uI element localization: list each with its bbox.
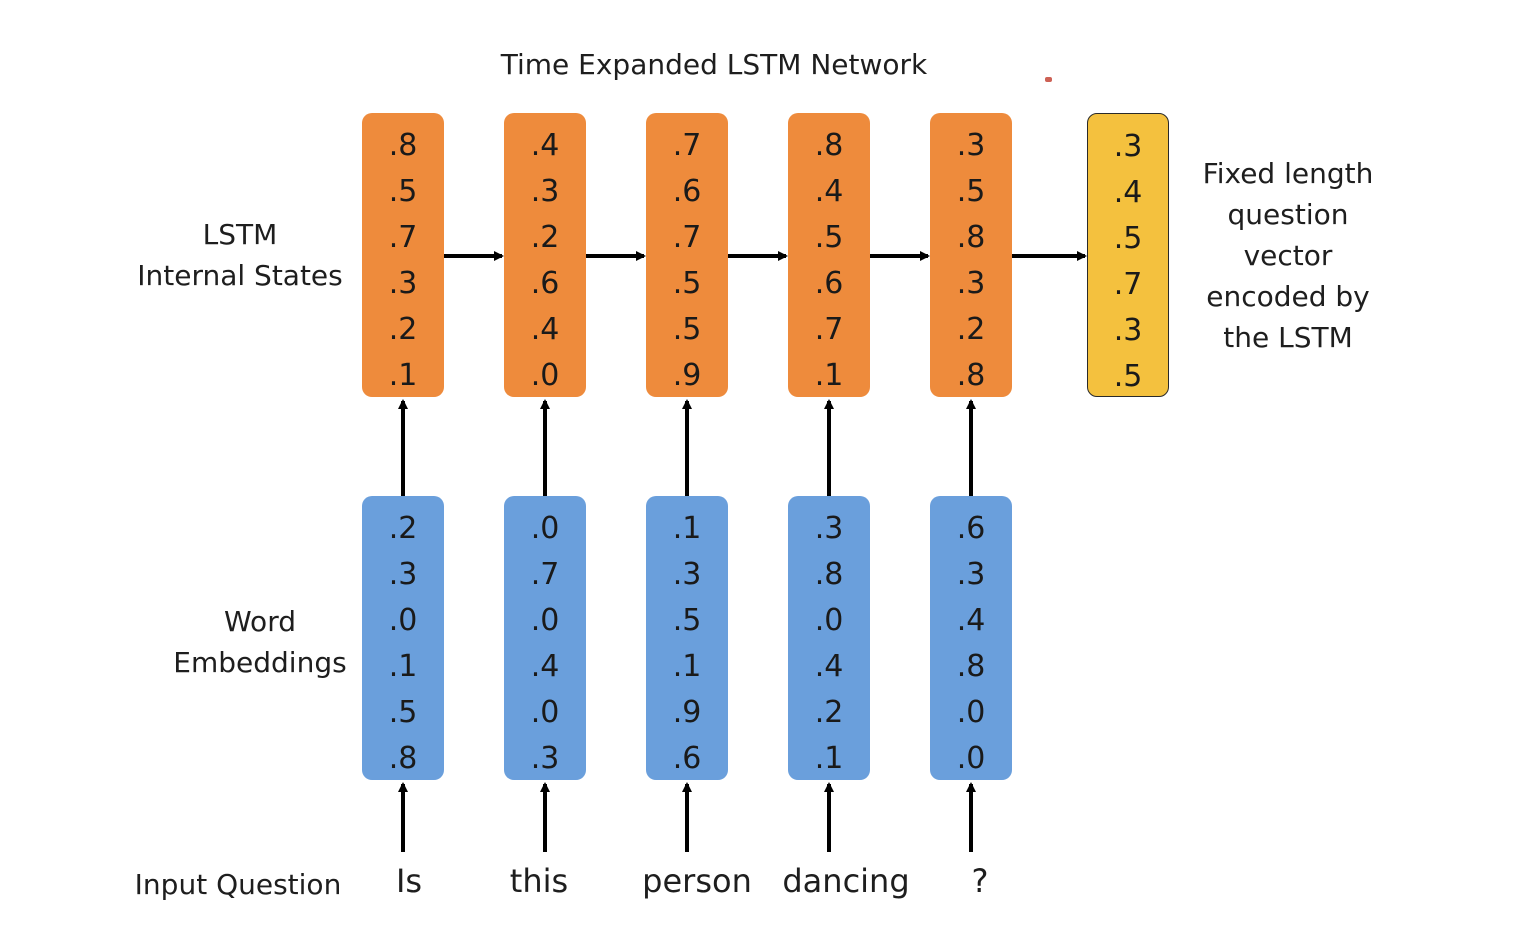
lstm-state-box-value: .0 (530, 358, 560, 393)
output-label-line-3: vector (1243, 239, 1333, 272)
lstm-state-box-value: .5 (814, 220, 844, 255)
lstm-state-box-value: .5 (388, 174, 418, 209)
embedding-box-value: .5 (672, 603, 702, 638)
lstm-state-box-value: .2 (388, 312, 418, 347)
embedding-box-value: .1 (388, 649, 418, 684)
lstm-state-box-value: .4 (530, 128, 560, 163)
lstm-state-box-value: .5 (672, 312, 702, 347)
embedding-box-value: .2 (388, 511, 418, 546)
embedding-box-value: .6 (956, 511, 986, 546)
lstm-state-box-value: .8 (956, 358, 986, 393)
embedding-box-value: .0 (814, 603, 844, 638)
lstm-state-box-value: .4 (530, 312, 560, 347)
lstm-state-box-value: .4 (814, 174, 844, 209)
lstm-state-box-value: .3 (956, 128, 986, 163)
embedding-box-value: .6 (672, 741, 702, 776)
embedding-box-value: .0 (388, 603, 418, 638)
lstm-state-box: .8 .5 .7 .3 .2 .1 (362, 113, 444, 397)
embedding-box-value: .5 (388, 695, 418, 730)
lstm-state-box-value: .6 (814, 266, 844, 301)
lstm-state-box-value: .7 (672, 128, 702, 163)
embedding-box: .0 .7 .0 .4 .0 .3 (504, 496, 586, 780)
input-word: Is (395, 862, 423, 900)
embedding-box-value: .3 (814, 511, 844, 546)
output-vector-box-value: .7 (1113, 267, 1143, 302)
embedding-box-value: .8 (814, 557, 844, 592)
lstm-state-box: .4 .3 .2 .6 .4 .0 (504, 113, 586, 397)
output-label-line-5: the LSTM (1223, 321, 1353, 354)
embedding-box-value: .0 (530, 603, 560, 638)
lstm-label-line-2: Internal States (137, 259, 343, 292)
embedding-box-value: .0 (956, 695, 986, 730)
lstm-state-box-value: .7 (388, 220, 418, 255)
lstm-state-box-value: .3 (388, 266, 418, 301)
output-label-line-4: encoded by (1206, 280, 1370, 313)
lstm-state-box-value: .3 (956, 266, 986, 301)
lstm-state-box: .7 .6 .7 .5 .5 .9 (646, 113, 728, 397)
embedding-box: .6 .3 .4 .8 .0 .0 (930, 496, 1012, 780)
lstm-state-box-value: .6 (530, 266, 560, 301)
embedding-box: .3 .8 .0 .4 .2 .1 (788, 496, 870, 780)
lstm-state-box-value: .5 (956, 174, 986, 209)
input-row-label: Input Question (134, 868, 342, 901)
lstm-state-box: .8 .4 .5 .6 .7 .1 (788, 113, 870, 397)
embedding-label-line-1: Word (224, 605, 296, 638)
output-vector-box-value: .4 (1113, 175, 1143, 210)
lstm-row-label: LSTM Internal States (120, 214, 360, 296)
lstm-state-box-value: .6 (672, 174, 702, 209)
input-word: person (642, 862, 752, 900)
embedding-box-value: .1 (672, 511, 702, 546)
input-word: dancing (782, 862, 910, 900)
embedding-box-value: .3 (388, 557, 418, 592)
lstm-state-box-value: .8 (956, 220, 986, 255)
output-vector-box-value: .3 (1113, 313, 1143, 348)
diagram-title: Time Expanded LSTM Network (500, 48, 928, 81)
output-vector-box-value: .5 (1113, 221, 1143, 256)
lstm-state-box-value: .8 (814, 128, 844, 163)
lstm-state-box-value: .7 (672, 220, 702, 255)
lstm-state-box-value: .2 (530, 220, 560, 255)
embedding-box-value: .1 (672, 649, 702, 684)
lstm-state-box-value: .1 (814, 358, 844, 393)
embedding-box-value: .8 (956, 649, 986, 684)
embedding-box-value: .0 (530, 695, 560, 730)
embedding-box-value: .4 (814, 649, 844, 684)
lstm-state-box-value: .7 (814, 312, 844, 347)
lstm-state-box-value: .2 (956, 312, 986, 347)
lstm-state-box-value: .9 (672, 358, 702, 393)
embedding-box: .2 .3 .0 .1 .5 .8 (362, 496, 444, 780)
embedding-box-value: .3 (530, 741, 560, 776)
embedding-row-label: Word Embeddings (140, 601, 380, 683)
lstm-state-box: .3 .5 .8 .3 .2 .8 (930, 113, 1012, 397)
embedding-box-value: .1 (814, 741, 844, 776)
input-word: this (509, 862, 569, 900)
lstm-state-box-value: .8 (388, 128, 418, 163)
embedding-box-value: .3 (956, 557, 986, 592)
lstm-state-box-value: .1 (388, 358, 418, 393)
embedding-box-value: .7 (530, 557, 560, 592)
embedding-box-value: .9 (672, 695, 702, 730)
embedding-label-line-2: Embeddings (173, 646, 347, 679)
embedding-box-value: .4 (956, 603, 986, 638)
lstm-state-box-value: .3 (530, 174, 560, 209)
embedding-box-value: .2 (814, 695, 844, 730)
lstm-state-box-value: .5 (672, 266, 702, 301)
embedding-box-value: .4 (530, 649, 560, 684)
embedding-box-value: .3 (672, 557, 702, 592)
output-vector-box-value: .3 (1113, 129, 1143, 164)
input-word: ? (971, 862, 989, 900)
output-vector-label: Fixed length question vector encoded by … (1178, 153, 1398, 358)
embedding-box-value: .0 (956, 741, 986, 776)
output-label-line-2: question (1227, 198, 1349, 231)
cursor-mark (1045, 77, 1052, 82)
lstm-label-line-1: LSTM (202, 218, 278, 251)
embedding-box: .1 .3 .5 .1 .9 .6 (646, 496, 728, 780)
embedding-box-value: .8 (388, 741, 418, 776)
output-vector-box-value: .5 (1113, 359, 1143, 394)
output-vector-box: .3 .4 .5 .7 .3 .5 (1087, 113, 1169, 397)
output-label-line-1: Fixed length (1202, 157, 1374, 190)
embedding-box-value: .0 (530, 511, 560, 546)
